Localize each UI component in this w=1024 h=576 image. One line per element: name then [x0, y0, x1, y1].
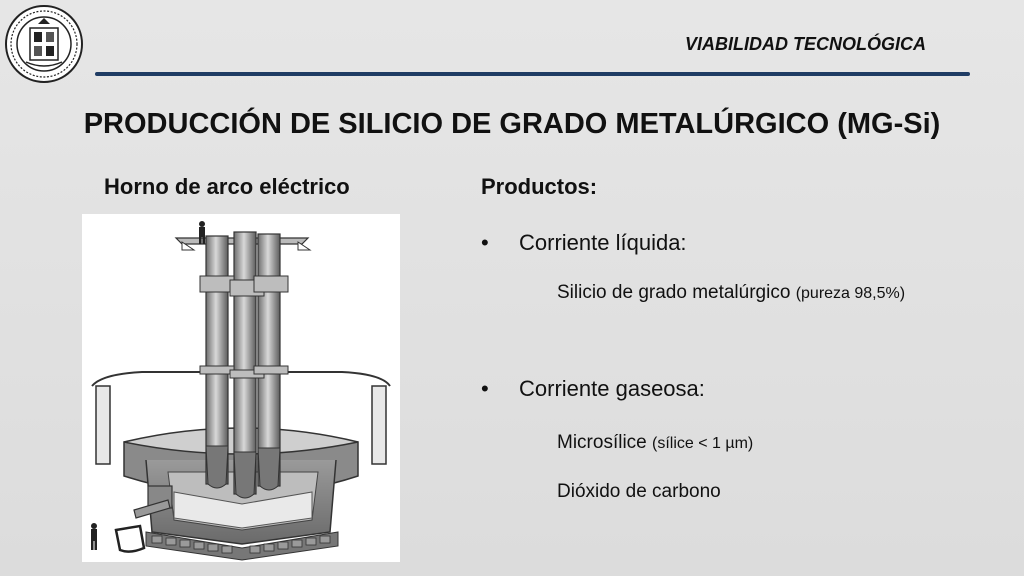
bullet-label: Corriente líquida:: [519, 230, 687, 255]
electric-arc-furnace-illustration: [82, 214, 400, 562]
furnace-heading: Horno de arco eléctrico: [104, 174, 350, 199]
products-heading: Productos:: [481, 174, 598, 199]
bullet-marker: •: [481, 230, 489, 255]
liquid-product-item: Silicio de grado metalúrgico (pureza 98,…: [557, 282, 905, 304]
product-text: Microsílice: [557, 432, 647, 453]
header-divider: [95, 72, 970, 76]
gas-product-item: Dióxido de carbono: [557, 481, 721, 503]
slide-title: PRODUCCIÓN DE SILICIO DE GRADO METALÚRGI…: [83, 108, 941, 140]
product-text: Silicio de grado metalúrgico: [557, 282, 791, 303]
person-figure-icon: [199, 221, 205, 244]
section-label: VIABILIDAD TECNOLÓGICA: [685, 34, 926, 54]
university-seal-icon: [5, 5, 83, 83]
bullet-marker: •: [481, 376, 489, 401]
product-note: (pureza 98,5%): [795, 285, 906, 302]
product-text: Dióxido de carbono: [557, 481, 721, 502]
gas-product-item: Microsílice (sílice < 1 µm): [557, 432, 753, 454]
bullet-label: Corriente gaseosa:: [519, 376, 705, 401]
product-note: (sílice < 1 µm): [652, 435, 754, 452]
